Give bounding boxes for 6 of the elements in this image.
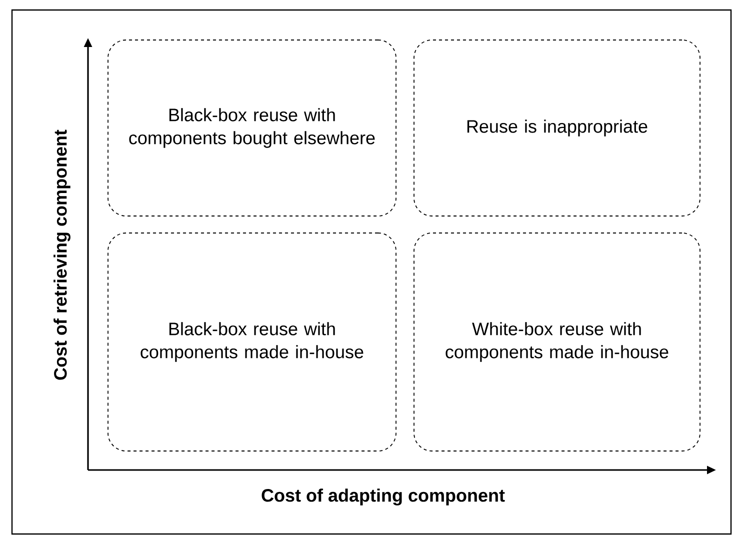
axis-label: Cost of retrieving component (54, 130, 70, 380)
reuse-box: Black-box reuse with components made in-house (108, 232, 396, 452)
axis-label: Cost of adapting component (262, 488, 505, 506)
reuse-box: Reuse is inappropriate (414, 40, 700, 216)
reuse-box: White-box reuse with components made in-house (414, 232, 700, 452)
reuse-box: Black-box reuse with components bought elsewhere (108, 40, 396, 216)
